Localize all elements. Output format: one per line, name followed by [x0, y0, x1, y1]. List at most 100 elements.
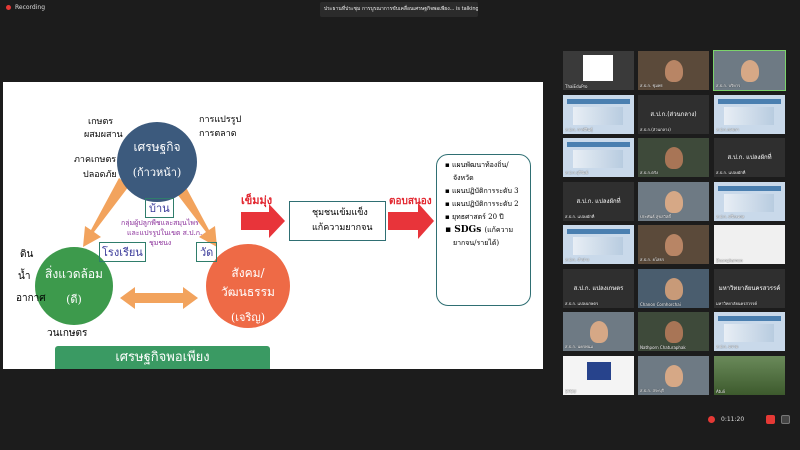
middle-box-line-1: ชุมชนเข้มแข็ง	[312, 208, 368, 218]
participant-tile[interactable]: ส.ป.ก.สงขลา	[714, 94, 785, 134]
circle-society: สังคม/วัฒนธรรม (เจริญ)	[206, 244, 290, 328]
label-agri-safe-2: ปลอดภัย	[83, 170, 117, 180]
right-box-line: ▪ แผนปฏิบัติการระดับ 2	[445, 200, 519, 208]
participant-tile[interactable]: ThaiEduPro	[563, 51, 634, 90]
label-soil: ดิน	[20, 249, 34, 260]
circle-environment: สิ่งแวดล้อม (ดี)	[35, 247, 113, 325]
middle-box-line-2: แก้ความยากจน	[312, 223, 373, 233]
label-air: อากาศ	[16, 293, 46, 304]
participant-name: ส.ป.ก.(ส่วนกลาง)	[640, 126, 671, 132]
participant-name: ThaiEduPro	[565, 84, 588, 89]
participant-tile[interactable]: ส.ป.ก. ตราด	[714, 312, 785, 351]
recording-indicator: Recording	[6, 4, 45, 11]
record-icon	[708, 415, 715, 423]
participant-name: ส.ป.ก. กาฬสินธุ์	[565, 126, 593, 132]
recording-controls: 0:11:20	[708, 412, 744, 426]
participant-tile[interactable]: ส.ป.ก.ตรัง	[638, 138, 709, 177]
participant-tile[interactable]: Atuli	[714, 355, 785, 395]
participant-tile[interactable]: ส.ป.ก. ยโสธร	[638, 225, 709, 264]
label-school: โรงเรียน	[99, 242, 146, 262]
label-agroforestry: วนเกษตร	[47, 328, 88, 339]
participant-name: มหาวิทยาลัยนครสวรรค์	[716, 300, 758, 306]
record-buttons	[766, 412, 790, 426]
label-response: ตอบสนอง	[389, 196, 432, 207]
right-box-line: ▪ แผนพัฒนาท้องถิ่น/	[445, 161, 509, 169]
participant-tile[interactable]: ส.ป.ก. ลำปาง	[563, 225, 634, 264]
participant-name: Duangkamon	[716, 258, 743, 263]
label-strengthen: เข็มมุ่ง	[241, 194, 273, 207]
participant-tile[interactable]: STOU	[563, 355, 634, 395]
label-agri-safe: ภาคเกษตร	[74, 155, 117, 165]
participant-name: ส.ป.ก.บุรีรัมย์	[565, 170, 589, 175]
participant-video	[665, 321, 683, 343]
participant-name: ส.ป.ก. แปลงผักที่	[565, 213, 595, 219]
participant-tile[interactable]: Nathporn Chaturaphak	[638, 312, 709, 351]
participant-tile[interactable]: ส.ป.ก. แปลงเกษตรส.ป.ก. แปลงเกษตร	[563, 268, 634, 308]
participant-name: ส.ป.ก.สงขลา	[716, 126, 740, 132]
participant-tile[interactable]: ส.ป.ก. ชุมพร	[638, 51, 709, 90]
right-box-line: ▪ แผนปฏิบัติการระดับ 3	[445, 187, 519, 195]
active-speaker-banner: ประธานที่ประชุม การบูรณาการขับเคลื่อนเศร…	[320, 2, 478, 17]
label-home: บ้าน	[145, 198, 174, 218]
participant-video	[665, 234, 683, 256]
middle-box: ชุมชนเข้มแข็ง แก้ความยากจน	[289, 201, 386, 241]
participant-name: Atuli	[716, 388, 725, 394]
participant-name-large: ส.ป.ก.(ส่วนกลาง)	[650, 110, 697, 118]
participant-video	[665, 364, 683, 387]
participant-tile[interactable]: ประพันธ์ สุขสวัสดิ์	[638, 181, 709, 221]
red-arrow-2	[388, 203, 434, 239]
participant-name: ส.ป.ก. ชุมพร	[640, 83, 663, 88]
label-marketing: การตลาด	[199, 129, 237, 139]
arrow-right-diagonal	[171, 178, 217, 247]
participant-tile[interactable]: ส.ป.ก. กาฬสินธุ์	[563, 94, 634, 134]
group-text-1: กลุ่มผู้ปลูกพืชและสมุนไพร	[121, 219, 199, 227]
label-agri-mixed-2: ผสมผสาน	[84, 130, 123, 140]
right-box: ▪ แผนพัฒนาท้องถิ่น/ จังหวัด ▪ แผนปฏิบัติ…	[436, 154, 531, 306]
arrow-left-diagonal	[83, 178, 129, 247]
participant-name: Nathporn Chaturaphak	[640, 345, 686, 350]
participant-tile[interactable]: Chanon Cornhorchai	[638, 268, 709, 308]
label-temple: วัด	[196, 242, 218, 262]
arrow-bottom	[120, 287, 198, 309]
circle-economy-title: เศรษฐกิจ	[133, 140, 181, 154]
circle-env-title: สิ่งแวดล้อม	[45, 267, 103, 281]
circle-economy-sub: (ก้าวหน้า)	[132, 166, 182, 179]
participant-tile[interactable]: ส.ป.ก. แปลงผักที่ส.ป.ก. แปลงผักที่	[563, 181, 634, 221]
recording-timer: 0:11:20	[721, 415, 745, 423]
record-dot-icon	[6, 5, 11, 10]
participant-name: ส.ป.ก. นครพนม	[565, 344, 594, 349]
participant-tile[interactable]: ส.ป.ก. ศรีสะเกษ	[714, 181, 785, 221]
participant-tile[interactable]: ส.ป.ก. แปลงผักที่ส.ป.ก. แปลงผักที่	[714, 138, 785, 177]
participant-video	[741, 60, 759, 82]
label-water: น้ำ	[18, 271, 31, 282]
participant-name-large: มหาวิทยาลัยนครสวรรค์	[718, 284, 781, 292]
participant-name: ส.ป.ก. ตราด	[716, 344, 739, 349]
label-agri-mixed: เกษตร	[88, 117, 114, 127]
participant-tile[interactable]: ส.ป.ก.(ส่วนกลาง) ส.ป.ก.(ส่วนกลาง)	[638, 94, 709, 134]
participant-tile[interactable]: ส.ป.ก. บริหาร	[713, 50, 786, 91]
pause-record-button[interactable]	[781, 414, 790, 424]
participant-name-large: ส.ป.ก. แปลงผักที่	[576, 197, 621, 205]
participant-name: ส.ป.ก.ตรัง	[640, 170, 658, 175]
participant-name: Chanon Cornhorchai	[640, 301, 681, 307]
participant-tile[interactable]: มหาวิทยาลัยนครสวรรค์มหาวิทยาลัยนครสวรรค์	[714, 268, 785, 308]
circle-env-sub: (ดี)	[66, 293, 82, 306]
participant-name: ส.ป.ก. สระบุรี	[640, 387, 664, 393]
participant-tile[interactable]: Duangkamon	[714, 225, 785, 264]
participant-tile[interactable]: ส.ป.ก. นครพนม	[563, 312, 634, 351]
participant-video	[665, 190, 683, 213]
participant-name: ส.ป.ก. ศรีสะเกษ	[716, 213, 745, 219]
circle-economy: เศรษฐกิจ (ก้าวหน้า)	[117, 122, 197, 202]
org-logo-icon	[583, 55, 613, 81]
group-text-2: และแปรรูปในเขต ส.ป.ก.	[127, 229, 203, 237]
participant-name: ส.ป.ก. แปลงเกษตร	[565, 300, 599, 306]
participant-video	[590, 321, 608, 343]
participant-video	[665, 60, 683, 82]
right-box-line: จังหวัด	[453, 174, 474, 182]
participant-video	[665, 147, 683, 169]
stop-record-button[interactable]	[766, 414, 775, 424]
slide-graphics	[83, 178, 434, 309]
participant-tile[interactable]: ส.ป.ก.บุรีรัมย์	[563, 138, 634, 177]
participant-tile[interactable]: ส.ป.ก. สระบุรี	[638, 355, 709, 395]
